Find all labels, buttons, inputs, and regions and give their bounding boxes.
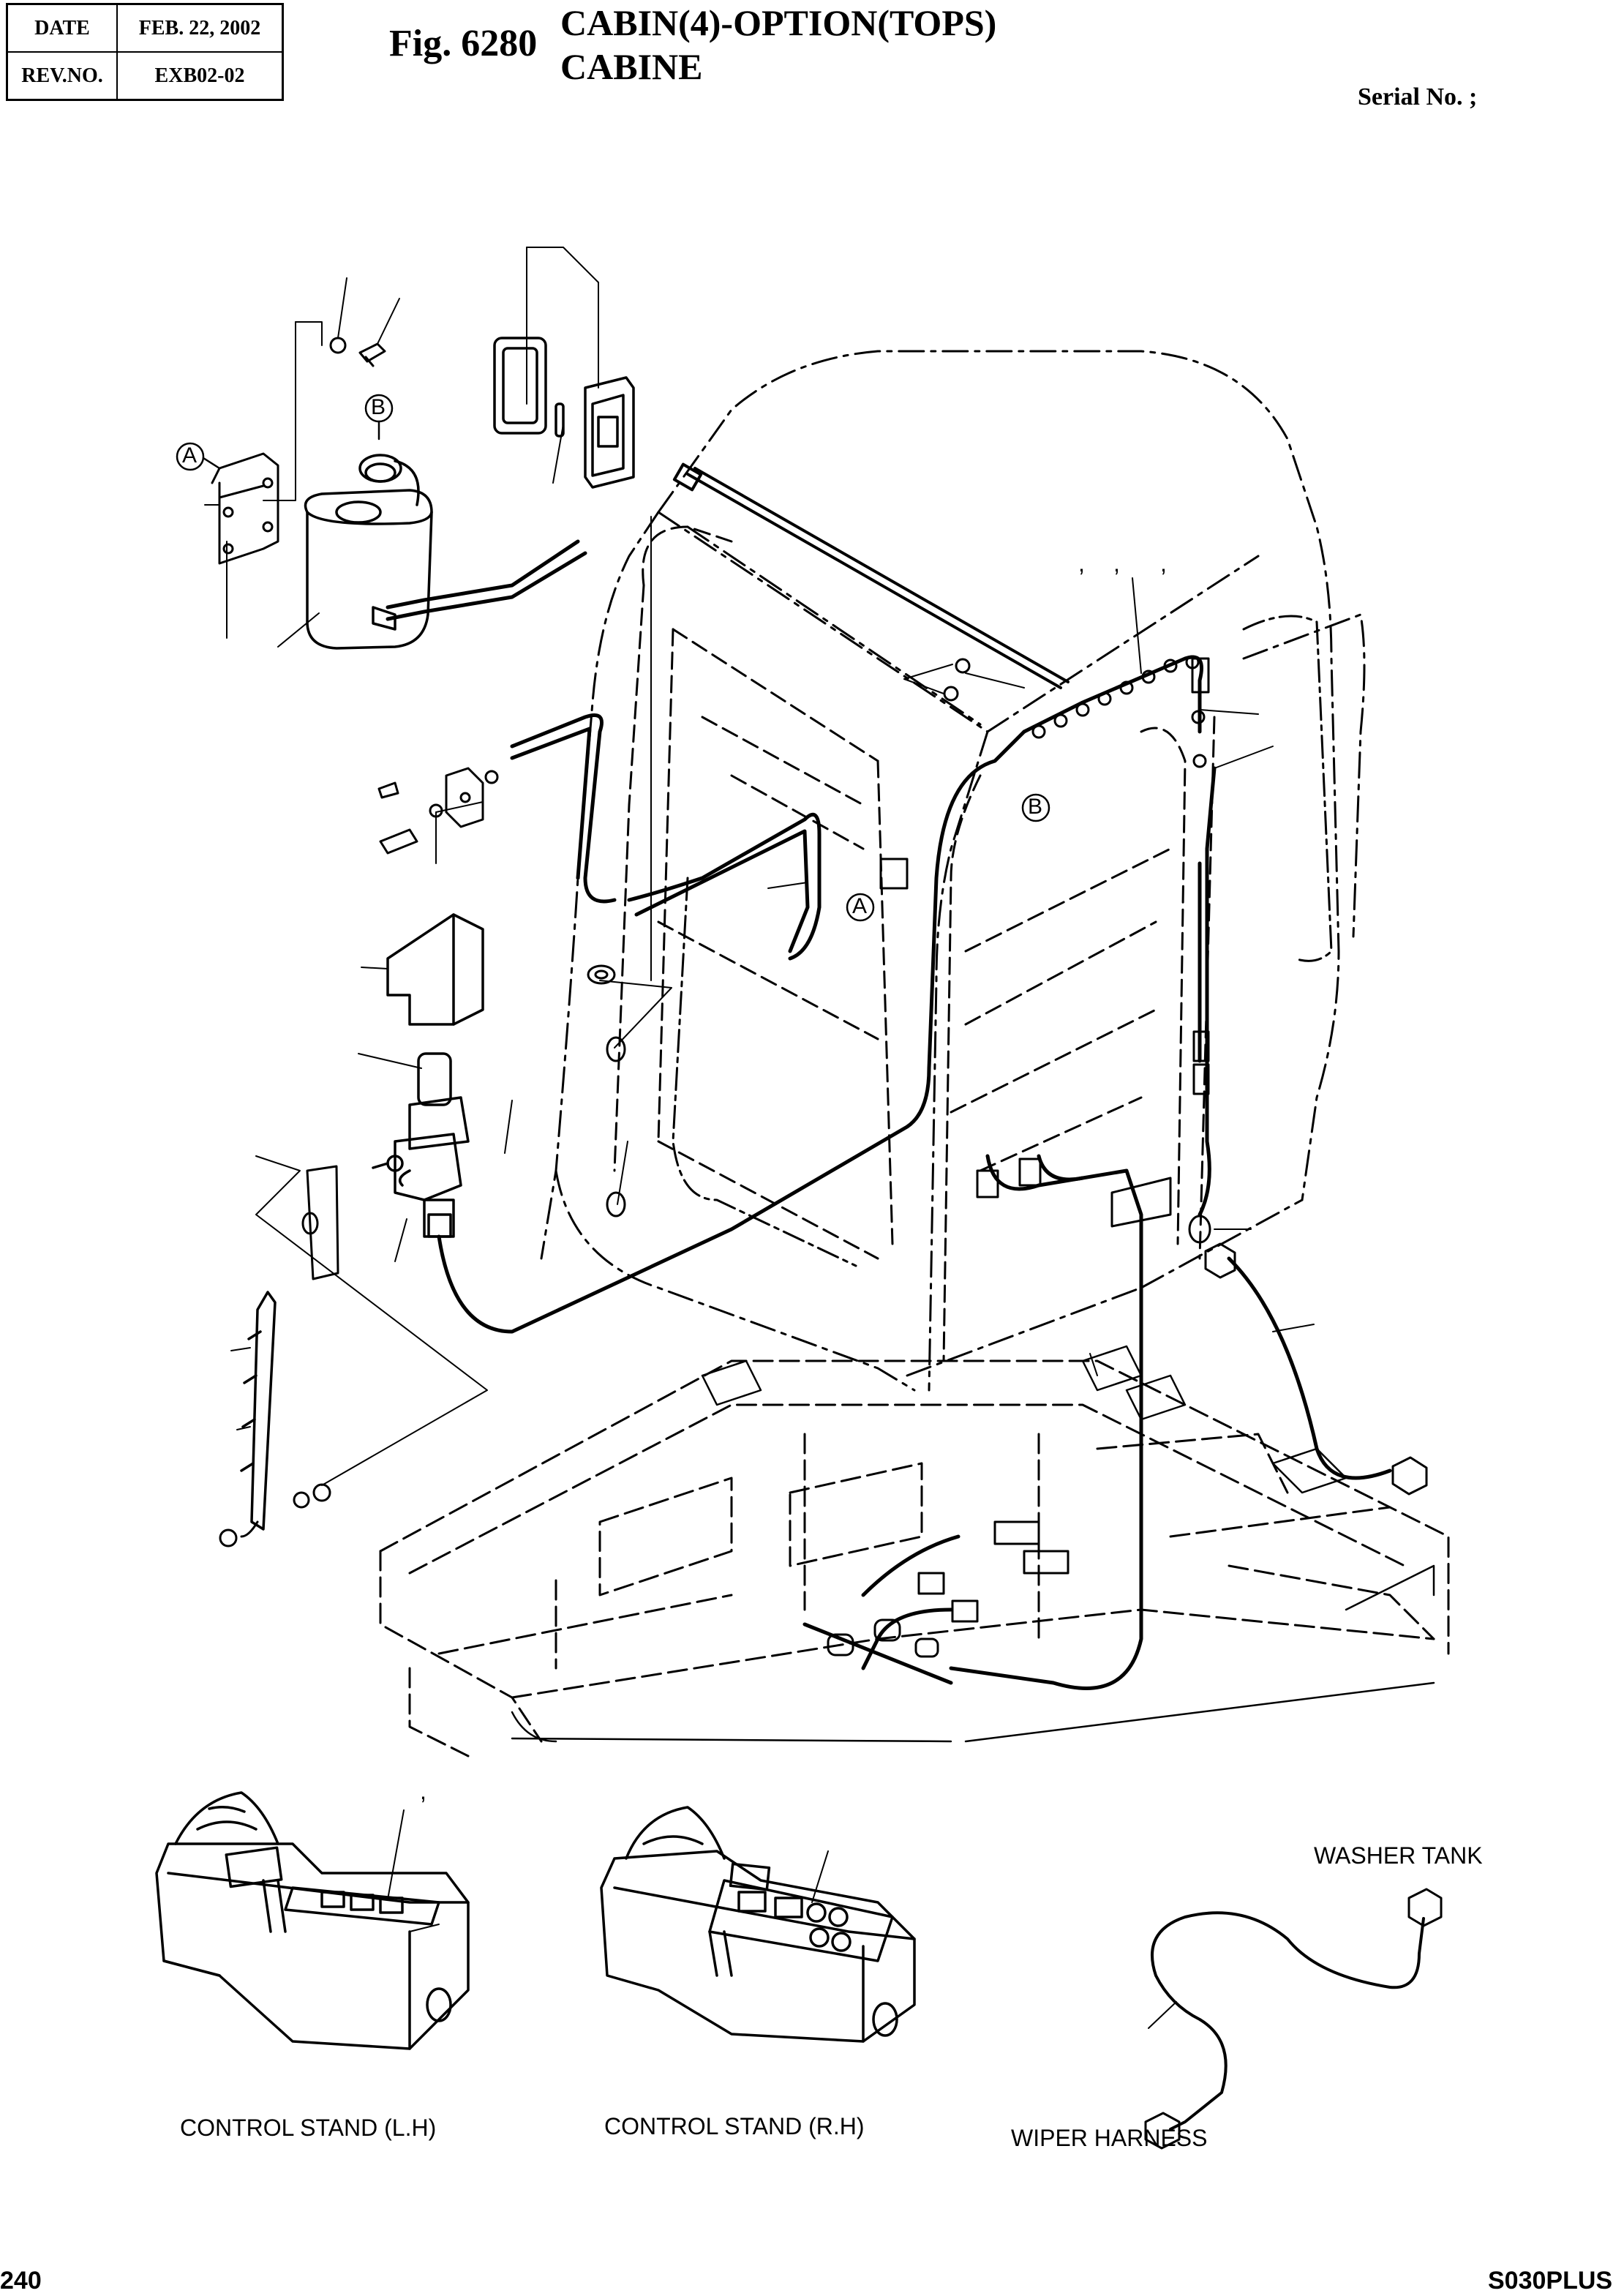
callout-b-circle-1 — [364, 394, 394, 440]
bolt-and-washer — [329, 337, 386, 367]
roof-rod — [672, 462, 1069, 689]
rev-value: EXB02-02 — [116, 51, 284, 101]
serial-number-label: Serial No. ; — [1358, 83, 1478, 110]
callout-a-circle-2 — [846, 893, 875, 922]
callout-a-1: A — [182, 443, 198, 468]
model-code: S030PLUS — [1488, 2267, 1613, 2295]
control-stand-lh-leaders — [387, 1809, 440, 1932]
switch-bezel — [493, 337, 565, 438]
wiper-harness-connectors — [1144, 1888, 1443, 2150]
pillar-grommets — [587, 858, 1211, 1244]
wiper-motor — [372, 1052, 470, 1238]
wiper-arm — [219, 1483, 331, 1547]
date-label: DATE — [6, 3, 118, 53]
rear-window-frame — [672, 615, 1333, 1267]
page-number: 240 — [0, 2267, 42, 2295]
wiper-harness-drawing — [1151, 1911, 1425, 2131]
figure-subtitle: CABINE — [560, 46, 703, 87]
control-stand-rh-drawing — [600, 1806, 916, 2043]
bracket-and-stud — [377, 767, 499, 855]
callout-b-1: B — [371, 395, 386, 419]
roof-harness-clips — [943, 655, 1210, 1095]
cabin-inner-frame — [613, 525, 1216, 1362]
washer-bracket — [211, 452, 279, 565]
control-stand-lh-drawing — [155, 1791, 470, 2050]
caption-control-stand-lh: CONTROL STAND (L.H) — [180, 2115, 437, 2141]
wiper-motor-cover — [386, 913, 484, 1026]
wiper-blade — [240, 1291, 277, 1531]
base-solid-details — [511, 1345, 1435, 1743]
washer-tank — [304, 454, 433, 650]
rev-label: REV.NO. — [6, 51, 118, 101]
stray-comma-3: , — [1160, 550, 1167, 577]
cabin-outline — [540, 350, 1366, 1392]
callout-b-circle-2 — [1021, 793, 1050, 822]
revision-table: DATE FEB. 22, 2002 REV.NO. EXB02-02 — [6, 3, 284, 101]
floor-connectors — [827, 1520, 1069, 1658]
stray-comma-2: , — [1113, 550, 1120, 577]
wiper-harness-leader — [1148, 2001, 1177, 2029]
stray-comma-4: , — [420, 1778, 426, 1804]
date-value: FEB. 22, 2002 — [116, 3, 284, 53]
callout-b-2: B — [1028, 795, 1043, 819]
figure-title: CABIN(4)-OPTION(TOPS) — [560, 2, 997, 43]
upper-frame-base — [379, 1359, 1450, 1757]
caption-control-stand-rh: CONTROL STAND (R.H) — [604, 2113, 865, 2139]
caption-wiper-harness: WIPER HARNESS — [1011, 2125, 1208, 2151]
callout-a-2: A — [852, 894, 868, 918]
rev-row: REV.NO. EXB02-02 — [6, 51, 284, 101]
figure-number: Fig. 6280 — [389, 23, 538, 64]
wiper-mount-plate — [301, 1165, 339, 1280]
caption-washer-tank: WASHER TANK — [1314, 1842, 1483, 1869]
rocker-switch — [584, 376, 635, 489]
date-row: DATE FEB. 22, 2002 — [6, 3, 284, 53]
control-stand-rh-leaders — [811, 1850, 829, 1903]
stray-comma-1: , — [1078, 550, 1085, 577]
leader-lines — [204, 247, 1315, 1486]
wiring-harness — [386, 539, 1392, 1690]
harness-connectors — [1110, 1177, 1428, 1496]
callout-a-circle-1 — [176, 442, 221, 471]
